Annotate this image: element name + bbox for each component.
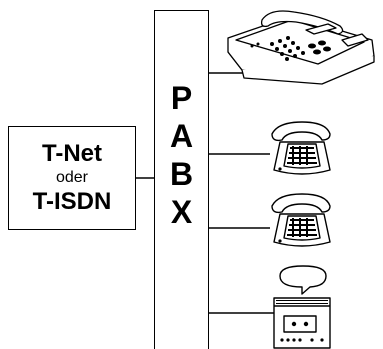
pabx-letter-b: B: [169, 156, 194, 192]
network-label-tisdn: T-ISDN: [32, 188, 112, 215]
pabx-letter-p: P: [170, 80, 193, 116]
telephone-icon: [271, 121, 331, 175]
network-label-oder: oder: [55, 169, 89, 186]
pabx-letter-x: X: [170, 194, 193, 230]
network-box: T-Net oder T-ISDN: [8, 126, 136, 230]
answering-machine-icon: [273, 265, 331, 349]
pabx-box: P A B X: [154, 10, 209, 349]
fax-machine-icon: [227, 10, 375, 85]
pabx-letter-a: A: [169, 118, 194, 154]
telephone-icon: [271, 193, 331, 247]
network-label-tnet: T-Net: [42, 140, 102, 167]
